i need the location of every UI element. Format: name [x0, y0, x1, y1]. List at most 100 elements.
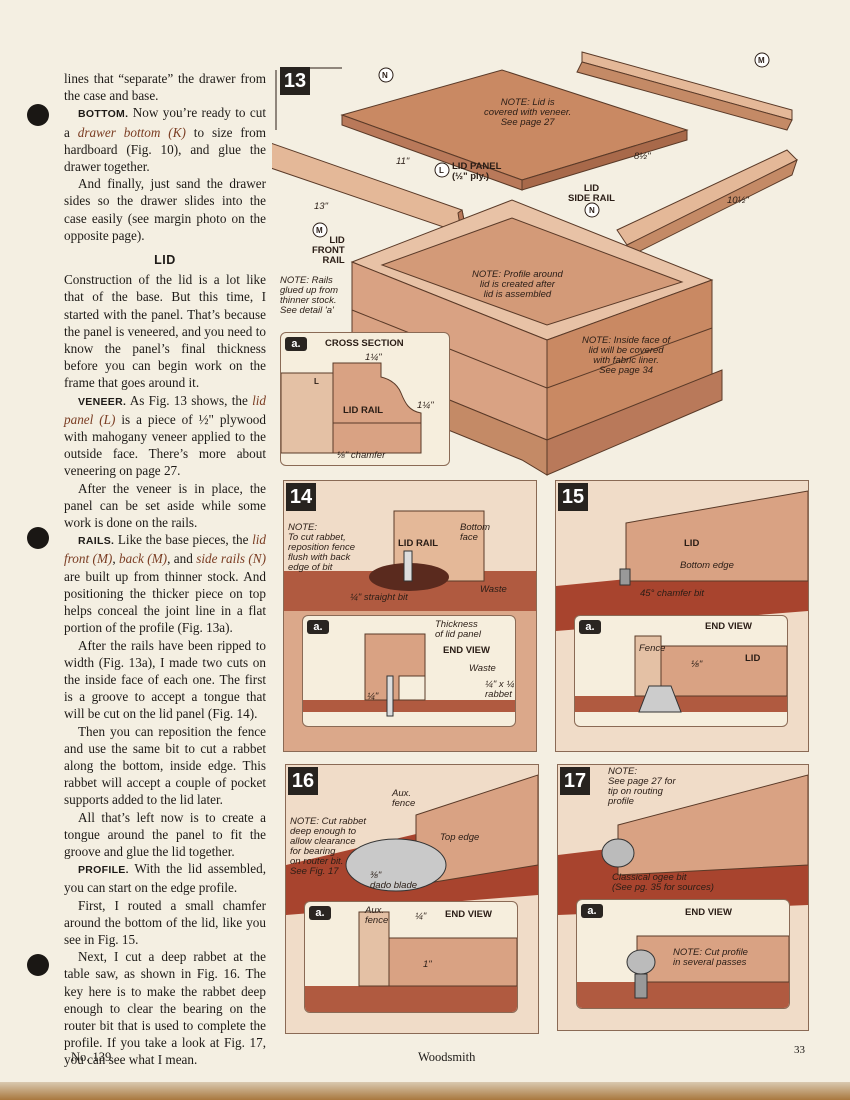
binder-hole — [27, 104, 49, 126]
text-run: Like the base pieces, the — [114, 532, 253, 548]
lid-rail-label: LID RAIL — [398, 538, 439, 549]
fig16-detail-a: a. Aux. fence ¼" END VIEW 1" — [304, 901, 518, 1013]
dimension-10-half: 10½" — [727, 195, 749, 206]
paragraph: All that’s left now is to create a tongu… — [64, 809, 266, 859]
run-in-heading: VENEER. — [78, 395, 127, 408]
binder-hole — [27, 954, 49, 976]
chamfer-label: ⅛" chamfer — [337, 450, 386, 461]
paragraph-rails: RAILS. Like the base pieces, the lid fro… — [64, 531, 266, 636]
note-routing-profile: NOTE: See page 27 for tip on routing pro… — [608, 766, 676, 807]
paragraph: Then you can reposition the fence and us… — [64, 723, 266, 808]
dimension-13: 13" — [314, 201, 328, 212]
paragraph: After the veneer is in place, the panel … — [64, 480, 266, 531]
straight-bit-label: ¼" straight bit — [350, 592, 408, 603]
fig14-detail-a: a. Thickness of lid panel END VIEW Waste… — [302, 615, 516, 727]
callout-l: L — [314, 377, 319, 386]
paragraph: And finally, just sand the drawer sides … — [64, 176, 266, 243]
figure-number: 15 — [558, 483, 588, 511]
text-run: are built up from thinner stock. And pos… — [64, 568, 266, 636]
note-veneer: NOTE: Lid is covered with veneer. See pa… — [484, 97, 572, 128]
page-number: 33 — [794, 1044, 805, 1056]
dimension-1: 1" — [423, 959, 432, 970]
figure-15-chamfer: 15 LID Bottom edge 45° chamfer bit a. EN… — [555, 480, 809, 752]
text-run: to size from hardboard (Fig. 10), and gl… — [64, 124, 266, 175]
text-run: , — [112, 551, 120, 567]
waste-label: Waste — [480, 584, 507, 595]
note-rabbet: NOTE: To cut rabbet, reposition fence fl… — [288, 522, 356, 573]
figure-16-dado: 16 Aux. fence NOTE: Cut rabbet deep enou… — [285, 764, 539, 1034]
fig17-detail-a: a. END VIEW NOTE: Cut profile in several… — [576, 899, 790, 1009]
callout-m: M — [316, 226, 323, 235]
note-cut-profile: NOTE: Cut profile in several passes — [673, 947, 748, 968]
end-view-title: END VIEW — [705, 621, 752, 632]
figure-number: 14 — [286, 483, 316, 511]
fig17-drawing — [558, 774, 808, 915]
lid-front-rail-label: LID FRONT RAIL — [312, 235, 345, 266]
bottom-face-label: Bottom face — [460, 522, 491, 543]
aux-fence-label: Aux. fence — [365, 905, 389, 926]
detail-label: a. — [309, 906, 331, 920]
run-in-heading: PROFILE. — [78, 864, 129, 877]
callout-n: N — [382, 71, 388, 80]
paragraph: First, I routed a small chamfer around t… — [64, 897, 266, 947]
text-run: Now you’re ready to cut a — [64, 105, 266, 140]
article-column: lines that “separate” the drawer from th… — [64, 70, 266, 1069]
end-view-title: END VIEW — [685, 907, 732, 918]
end-view-title: END VIEW — [443, 645, 490, 656]
lid-rail-label: LID RAIL — [343, 405, 384, 416]
figure-number: 16 — [288, 767, 318, 795]
end-view-drawing — [577, 935, 789, 1008]
lid-panel-label: LID PANEL (½" ply.) — [452, 161, 502, 182]
run-in-heading: RAILS. — [78, 535, 115, 548]
text-run: As Fig. 13 shows, the — [126, 392, 253, 408]
detail-label: a. — [307, 620, 329, 634]
callout-n: N — [589, 206, 595, 215]
dimension-eighth: ⅛" — [691, 659, 703, 670]
dado-blade-label: ⅜" dado blade — [370, 870, 418, 891]
callout-l: L — [439, 166, 444, 175]
part-reference: lid front (M) — [64, 532, 266, 567]
callout-m: M — [758, 56, 765, 65]
text-run: With the lid assembled, you can start on… — [64, 861, 266, 896]
bottom-edge-label: Bottom edge — [680, 560, 734, 571]
page-edge — [0, 1082, 850, 1100]
dimension-quarter: ¼" — [415, 911, 427, 922]
figure-number: 17 — [560, 767, 590, 795]
paragraph: After the rails have been ripped to widt… — [64, 637, 266, 722]
paragraph: Next, I cut a deep rabbet at the table s… — [64, 949, 266, 1068]
dimension-1-quarter: 1¼" — [365, 352, 382, 363]
magazine-name: Woodsmith — [418, 1050, 476, 1064]
note-profile: NOTE: Profile around lid is created afte… — [472, 269, 563, 300]
figure-13-exploded-lid: 13 N M NOTE: Lid is covered with veneer.… — [272, 40, 827, 480]
aux-fence-label: Aux. fence — [392, 788, 416, 809]
note-rails: NOTE: Rails glued up from thinner stock.… — [280, 275, 339, 316]
fig16-drawing — [286, 774, 538, 915]
section-heading: LID — [154, 253, 176, 268]
note-cut-rabbet: NOTE: Cut rabbet deep enough to allow cl… — [290, 816, 367, 877]
top-edge-label: Top edge — [440, 832, 480, 843]
lid-label: LID — [745, 653, 761, 664]
part-reference: side rails (N) — [196, 551, 266, 567]
fig14-drawing — [284, 481, 536, 611]
chamfer-bit-label: 45° chamfer bit — [640, 588, 704, 599]
rabbet-label: ¼" x ¼" rabbet — [485, 679, 515, 700]
detail-label: a. — [285, 337, 307, 351]
waste-label: Waste — [469, 663, 496, 674]
dimension-8-half: 8½" — [634, 151, 651, 162]
cross-section-title: CROSS SECTION — [325, 338, 404, 349]
fence-label: Fence — [639, 643, 666, 654]
figure-14-router-groove: 14 NOTE: To cut rabbet, reposition fence… — [283, 480, 537, 752]
fig15-detail-a: a. END VIEW Fence ⅛" LID — [574, 615, 788, 727]
fig15-drawing — [556, 490, 808, 631]
part-reference: drawer bottom (K) — [77, 124, 186, 140]
cross-section-drawing — [281, 362, 422, 454]
paragraph: Construction of the lid is a lot like th… — [64, 272, 266, 391]
paragraph-veneer: VENEER. As Fig. 13 shows, the lid panel … — [64, 392, 266, 480]
lid-side-rail-label: LID SIDE RAIL — [568, 183, 615, 204]
dimension-11: 11" — [396, 156, 410, 167]
thickness-label: Thickness of lid panel — [435, 619, 481, 640]
issue-number: No. 139 — [71, 1050, 112, 1064]
text-run: is a piece of ½" plywood with mahogany v… — [64, 411, 266, 479]
dimension-1-quarter-vertical: 1¼" — [417, 400, 434, 411]
